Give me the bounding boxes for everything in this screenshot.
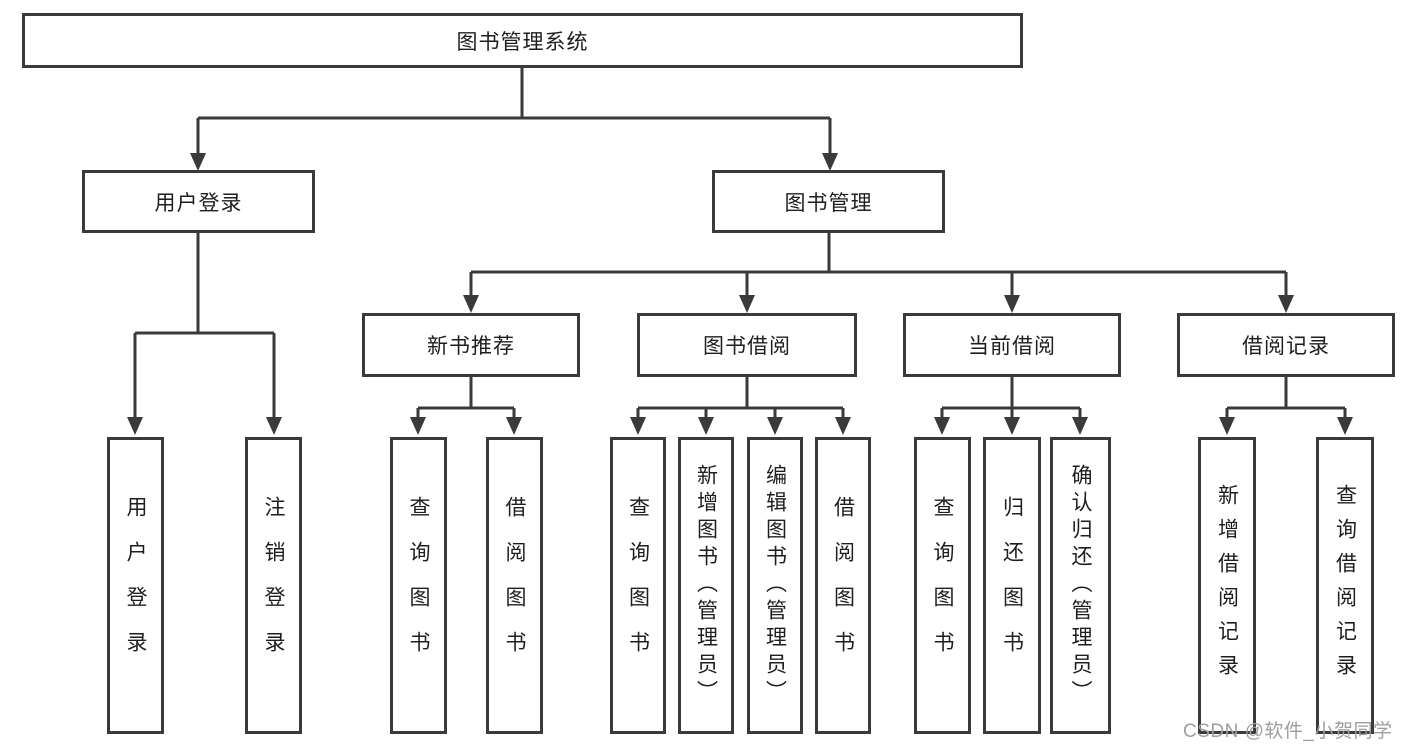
leaf-bb-add-book: 新增图书（管理员）	[678, 437, 734, 734]
connector-new-book-rec-rail	[418, 377, 514, 410]
connector-user-login-rail	[135, 233, 274, 335]
leaf-nbr-query-book: 查询图书	[390, 437, 447, 734]
leaf-br-query-record-label: 查询借阅记录	[1333, 483, 1357, 688]
leaf-nbr-borrow-book-label: 借阅图书	[503, 495, 526, 676]
watermark: CSDN @软件_小贺同学	[1183, 721, 1393, 742]
leaf-bb-query-book-label: 查询图书	[626, 495, 650, 676]
leaf-logout: 注销登录	[245, 437, 302, 734]
node-borrow-record-label: 借阅记录	[1242, 335, 1330, 358]
node-user-login-label: 用户登录	[154, 191, 243, 215]
leaf-user-login-label: 用户登录	[124, 495, 147, 676]
leaf-br-add-record: 新增借阅记录	[1198, 437, 1256, 734]
leaf-bb-borrow-book-label: 借阅图书	[831, 495, 855, 676]
node-book-borrow-label: 图书借阅	[703, 335, 791, 358]
leaf-user-login: 用户登录	[107, 437, 164, 734]
connector-root-rail	[198, 68, 830, 120]
leaf-bb-add-book-label: 新增图书（管理员）	[694, 464, 718, 707]
node-book-borrow: 图书借阅	[637, 313, 857, 377]
node-current-borrow-label: 当前借阅	[968, 335, 1056, 358]
node-root-label: 图书管理系统	[456, 30, 589, 54]
leaf-cb-return-book-label: 归还图书	[1000, 495, 1024, 676]
leaf-logout-label: 注销登录	[262, 495, 285, 676]
node-new-book-rec: 新书推荐	[362, 313, 580, 377]
leaf-cb-confirm-return: 确认归还（管理员）	[1050, 437, 1111, 734]
leaf-bb-edit-book-label: 编辑图书（管理员）	[763, 464, 787, 707]
node-borrow-record: 借阅记录	[1177, 313, 1395, 377]
leaf-br-add-record-label: 新增借阅记录	[1215, 483, 1239, 688]
node-root: 图书管理系统	[22, 13, 1023, 68]
connector-book-borrow-rail	[638, 377, 843, 410]
node-book-mgmt-label: 图书管理	[784, 191, 873, 215]
node-book-mgmt: 图书管理	[712, 170, 945, 233]
leaf-nbr-query-book-label: 查询图书	[407, 495, 430, 676]
leaf-bb-query-book: 查询图书	[610, 437, 666, 734]
connector-borrow-record-rail	[1227, 377, 1345, 410]
leaf-br-query-record: 查询借阅记录	[1316, 437, 1374, 734]
leaf-bb-borrow-book: 借阅图书	[815, 437, 871, 734]
node-current-borrow: 当前借阅	[903, 313, 1121, 377]
leaf-nbr-borrow-book: 借阅图书	[486, 437, 543, 734]
node-new-book-rec-label: 新书推荐	[427, 335, 515, 358]
leaf-cb-return-book: 归还图书	[983, 437, 1041, 734]
leaf-bb-edit-book: 编辑图书（管理员）	[747, 437, 803, 734]
leaf-cb-query-book-label: 查询图书	[931, 495, 954, 676]
connector-current-borrow-rail	[942, 377, 1080, 410]
node-user-login: 用户登录	[82, 170, 315, 233]
connector-book-mgmt-rail	[471, 233, 1286, 274]
leaf-cb-confirm-return-label: 确认归还（管理员）	[1069, 464, 1092, 707]
leaf-cb-query-book: 查询图书	[914, 437, 971, 734]
